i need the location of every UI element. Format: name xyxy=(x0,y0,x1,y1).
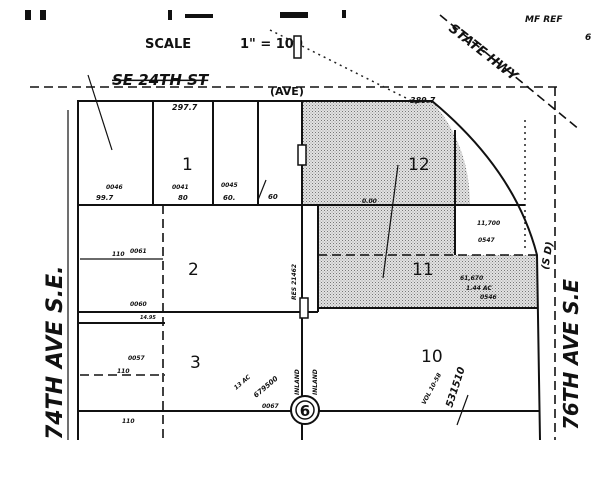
parcel-0041-dim: 80 xyxy=(178,194,188,202)
section-marker: 6 xyxy=(290,395,320,425)
parcel-0046-id: 0046 xyxy=(106,184,123,191)
easement-right: INLAND xyxy=(312,369,319,395)
lot-11: 11 xyxy=(412,260,434,280)
lot-12: 12 xyxy=(408,155,430,175)
parcel-0547-id: 0547 xyxy=(478,237,496,244)
easement-marker-mid xyxy=(299,297,309,319)
parcel-0546-id: 0546 xyxy=(480,294,497,301)
lot-12-arrow xyxy=(382,164,399,279)
section-number: 6 xyxy=(300,402,310,420)
lot-10-arrow xyxy=(456,394,469,426)
easement-left2: INLAND xyxy=(294,369,301,395)
parcel-0546-area: 1.44 AC xyxy=(466,285,492,292)
parcel-0061-id: 0061 xyxy=(130,248,147,255)
parcel-0067-id: 0067 xyxy=(262,403,280,410)
parcel-0546-sqft: 61,670 xyxy=(460,275,483,282)
easement-marker-top xyxy=(297,144,307,166)
parcel-0067-sqft: 679500 xyxy=(252,375,280,400)
lot-12-shade xyxy=(302,101,470,255)
parcel-rec: 531510 xyxy=(444,366,467,409)
block-boundary xyxy=(77,100,541,441)
street-top: SE 24TH ST xyxy=(112,71,210,89)
parcel-0057-id: 0057 xyxy=(128,355,146,362)
parcel-0061-dim: 110 xyxy=(112,251,125,258)
street-right: 76TH AVE S.E xyxy=(559,279,583,430)
map-ref: MF REF xyxy=(525,15,563,25)
dim-top-left: 297.7 xyxy=(172,103,198,112)
lot-10: 10 xyxy=(421,347,443,367)
top-left-leader xyxy=(87,74,113,151)
lot-1: 1 xyxy=(182,155,193,175)
street-top-alt: (AVE) xyxy=(270,85,304,98)
parcel-bottom-dim: 110 xyxy=(122,418,135,425)
parcel-0060-id: 0060 xyxy=(130,301,147,308)
lot-11-shade xyxy=(318,255,537,308)
scale-marker xyxy=(293,35,302,59)
parcel-60-dim: 60 xyxy=(268,193,278,201)
highway-line xyxy=(269,29,421,106)
scale-label: SCALE xyxy=(145,37,191,52)
parcel-0041-id: 0041 xyxy=(172,184,189,191)
dim-shade-mid: 0.00 xyxy=(362,198,377,205)
street-right-note: (S D) xyxy=(540,241,556,271)
dim-top-right: 389.7 xyxy=(410,96,436,105)
header-marks xyxy=(25,10,346,20)
lot-1-arrow xyxy=(257,179,267,201)
map-ref-num: 6 xyxy=(585,33,591,43)
parcel-0067-area: 13 AC xyxy=(233,373,253,391)
scale-value: 1" = 100 xyxy=(240,37,303,52)
parcel-vol: VOL 10-58 xyxy=(421,372,443,406)
parcel-0045-id: 0045 xyxy=(221,182,238,189)
street-left: 74TH AVE S.E. xyxy=(43,265,68,440)
parcel-0045-dim: 60. xyxy=(223,194,235,202)
lot-2: 2 xyxy=(188,260,199,280)
state-highway: STATE HWY xyxy=(446,21,522,85)
parcel-0046-dim: 99.7 xyxy=(96,194,113,202)
parcel-0057-dim: 110 xyxy=(117,368,130,375)
lot-3: 3 xyxy=(190,353,201,373)
easement-left: RES 21462 xyxy=(291,264,298,300)
parcel-0060-dim: 14.95 xyxy=(140,315,156,321)
highway-edge xyxy=(439,14,581,131)
parcel-0547-sqft: 11,700 xyxy=(477,220,500,227)
